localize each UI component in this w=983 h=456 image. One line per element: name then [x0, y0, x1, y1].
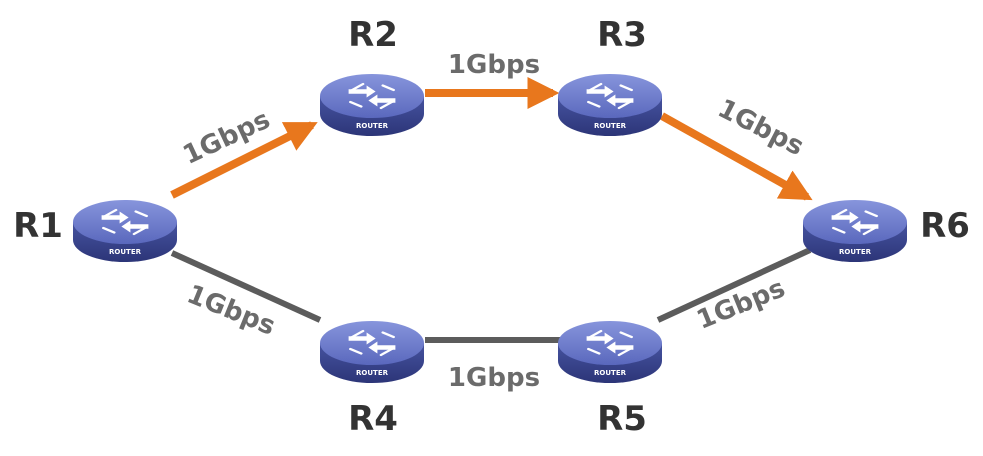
router-top — [558, 321, 662, 365]
router-device-text: ROUTER — [594, 122, 627, 130]
router-r1[interactable]: ROUTER — [73, 200, 177, 262]
bandwidth-label-r1-r2: 1Gbps — [179, 105, 275, 171]
router-device-text: ROUTER — [356, 122, 389, 130]
routers: ROUTER ROUTER ROUTER ROUTER ROUTER ROUTE… — [73, 74, 907, 383]
router-device-text: ROUTER — [594, 369, 627, 377]
link-r1-r2 — [170, 121, 318, 199]
router-icon — [586, 82, 634, 110]
router-r6[interactable]: ROUTER — [803, 200, 907, 262]
bandwidth-label-r4-r5: 1Gbps — [448, 363, 540, 393]
router-top — [558, 74, 662, 118]
router-label-r5: R5 — [597, 399, 647, 439]
router-top — [320, 74, 424, 118]
router-labels: R1 R2 R3 R4 R5 R6 — [13, 15, 970, 439]
router-label-r3: R3 — [597, 15, 647, 55]
router-device-text: ROUTER — [839, 248, 872, 256]
router-icon — [101, 208, 149, 236]
router-icon — [831, 208, 879, 236]
router-r3[interactable]: ROUTER — [558, 74, 662, 136]
link-r1-r4 — [170, 250, 322, 323]
router-icon — [348, 329, 396, 357]
link-r3-r6 — [660, 112, 813, 201]
router-r4[interactable]: ROUTER — [320, 321, 424, 383]
router-top — [73, 200, 177, 244]
router-device-text: ROUTER — [356, 369, 389, 377]
router-top — [803, 200, 907, 244]
router-label-r1: R1 — [13, 206, 63, 246]
router-device-text: ROUTER — [109, 248, 142, 256]
bandwidth-label-r2-r3: 1Gbps — [448, 50, 540, 80]
router-r2[interactable]: ROUTER — [320, 74, 424, 136]
links — [170, 77, 813, 343]
router-top — [320, 321, 424, 365]
router-icon — [586, 329, 634, 357]
router-label-r2: R2 — [348, 15, 398, 55]
bandwidth-label-r1-r4: 1Gbps — [183, 279, 280, 341]
router-icon — [348, 82, 396, 110]
router-label-r6: R6 — [920, 206, 970, 246]
router-label-r4: R4 — [348, 399, 398, 439]
router-r5[interactable]: ROUTER — [558, 321, 662, 383]
link-r5-r6 — [656, 247, 812, 323]
